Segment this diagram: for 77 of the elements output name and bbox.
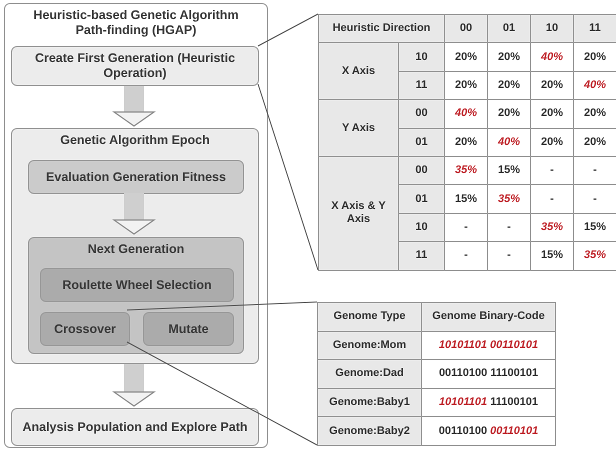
process-group xyxy=(28,237,244,354)
group-title: Genetic Algorithm Epoch xyxy=(59,132,211,148)
table-header: 11 xyxy=(398,71,444,100)
table-header: 10 xyxy=(530,14,574,43)
table-cell: 20% xyxy=(530,100,574,128)
table-cell: 20% xyxy=(488,100,530,128)
process-group xyxy=(4,3,268,448)
box-label: Mutate xyxy=(167,322,210,336)
table-cell: 20% xyxy=(488,42,530,72)
table-cell: 20% xyxy=(444,71,488,100)
table-cell: 20% xyxy=(444,128,488,156)
leader-line xyxy=(126,302,318,310)
table-header: X Axis xyxy=(318,42,398,100)
table-header: Y Axis xyxy=(318,100,398,156)
group-title: Next Generation xyxy=(86,241,186,257)
block-arrow xyxy=(113,86,155,127)
table-cell: 40% xyxy=(488,128,530,156)
box-label: Roulette Wheel Selection xyxy=(61,278,213,292)
table-header: 01 xyxy=(398,184,444,214)
table-header: 10 xyxy=(398,213,444,242)
table-cell: 10101101 00110101 xyxy=(422,331,556,360)
leader-line xyxy=(126,342,318,446)
table-cell: - xyxy=(488,242,530,270)
box-label: Analysis Population and Explore Path xyxy=(21,420,249,434)
data-table xyxy=(317,302,556,446)
table-cell: 20% xyxy=(530,71,574,100)
table-cell: 15% xyxy=(488,156,530,185)
box-label: Crossover xyxy=(53,322,117,336)
process-box xyxy=(28,160,244,194)
table-header: X Axis & Y Axis xyxy=(318,156,398,270)
box-label: Create First Generation (Heuristic Operation) xyxy=(34,51,236,81)
process-box xyxy=(40,312,130,346)
table-header: 11 xyxy=(398,242,444,270)
table-cell: 40% xyxy=(530,42,574,72)
table-header: 00 xyxy=(444,14,488,43)
process-group xyxy=(11,128,259,364)
table-header: 01 xyxy=(398,128,444,156)
table-cell: 15% xyxy=(530,242,574,270)
table-cell: 00110100 11100101 xyxy=(422,360,556,388)
leader-line xyxy=(258,84,318,270)
table-cell: 40% xyxy=(444,100,488,128)
table-header: Genome:Dad xyxy=(318,360,422,388)
table-cell: 20% xyxy=(530,128,574,156)
process-box xyxy=(11,408,259,446)
table-cell: 15% xyxy=(444,184,488,214)
table-header: 11 xyxy=(574,14,616,43)
table-header: Genome:Baby1 xyxy=(318,388,422,417)
table-cell: - xyxy=(444,242,488,270)
group-title: Heuristic-based Genetic Algorithm Path-finding (HGAP) xyxy=(32,7,240,38)
process-box xyxy=(143,312,234,346)
table-cell: 35% xyxy=(444,156,488,185)
leader-line xyxy=(258,14,318,46)
block-arrow xyxy=(113,364,155,407)
table-cell: 00110100 00110101 xyxy=(422,416,556,446)
process-box xyxy=(40,268,234,302)
table-cell: - xyxy=(488,213,530,242)
table-header: Genome Binary-Code xyxy=(422,302,556,332)
table-cell: 20% xyxy=(444,42,488,72)
table-cell: - xyxy=(444,213,488,242)
table-header: Genome:Mom xyxy=(318,331,422,360)
table-header: Genome:Baby2 xyxy=(318,416,422,446)
table-cell: 35% xyxy=(530,213,574,242)
table-cell: 35% xyxy=(488,184,530,214)
table-header: 00 xyxy=(398,100,444,128)
table-header: 00 xyxy=(398,156,444,185)
process-box xyxy=(11,46,259,86)
block-arrow xyxy=(113,193,155,235)
table-header: Heuristic Direction xyxy=(318,14,444,43)
table-cell: - xyxy=(530,156,574,185)
table-cell: 20% xyxy=(488,71,530,100)
box-label: Evaluation Generation Fitness xyxy=(45,170,227,184)
table-cell: - xyxy=(530,184,574,214)
table-header: Genome Type xyxy=(318,302,422,332)
table-header: 01 xyxy=(488,14,530,43)
table-header: 10 xyxy=(398,42,444,72)
table-cell: 10101101 11100101 xyxy=(422,388,556,417)
data-table xyxy=(318,14,616,271)
